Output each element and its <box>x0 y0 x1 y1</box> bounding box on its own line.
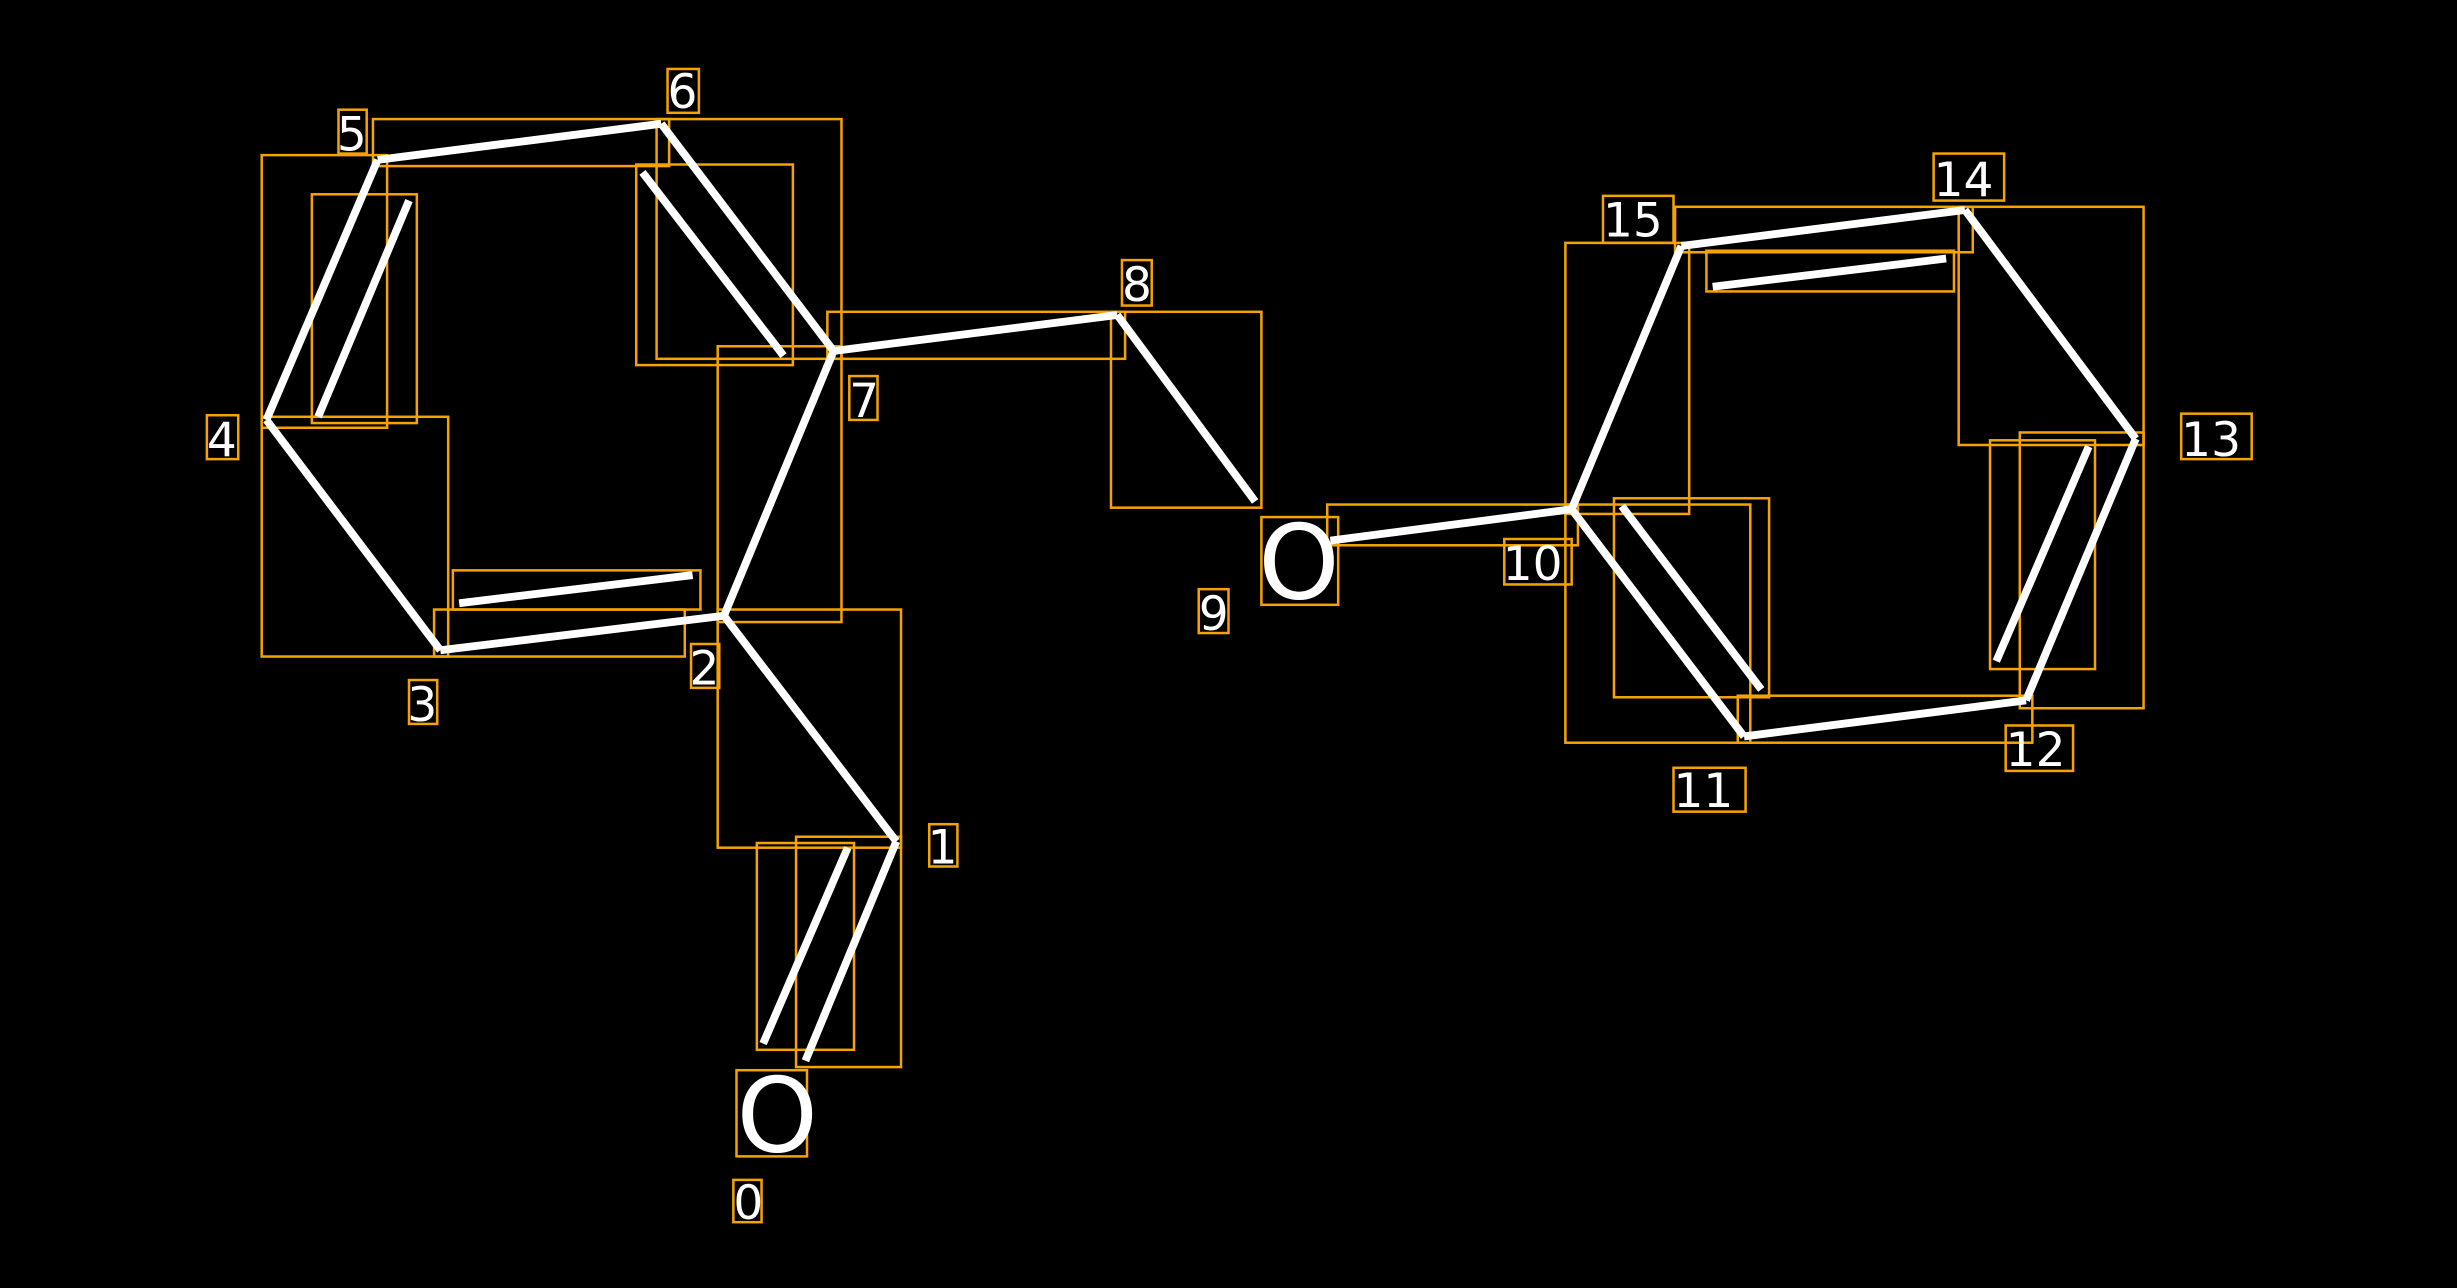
bond-14-15 <box>1680 206 1966 250</box>
bounding-box <box>2179 412 2253 461</box>
bond-14-15-inner <box>1712 254 1947 291</box>
bond-4-5 <box>262 158 382 422</box>
bounding-box <box>826 310 1127 361</box>
bond-6-7-inner <box>639 169 787 359</box>
bonds <box>262 119 2140 1063</box>
atom-index-12: 12 <box>2006 723 2066 778</box>
bounding-box <box>1325 503 1580 547</box>
bounding-box <box>407 678 439 726</box>
bond-0-1 <box>801 839 900 1063</box>
bounding-box <box>1612 497 1771 699</box>
bounding-box <box>634 163 795 367</box>
bounding-box <box>1503 537 1573 586</box>
bounding-box <box>732 1178 763 1224</box>
bond-5-6 <box>377 119 662 164</box>
bond-0-1-inner <box>759 846 852 1046</box>
bounding-box <box>794 835 903 1069</box>
atom-index-9: 9 <box>1199 587 1229 642</box>
atom-index-10: 10 <box>1503 537 1563 592</box>
bond-4-5-inner <box>314 199 413 419</box>
atom-index-2: 2 <box>689 642 719 697</box>
atom-index-4: 4 <box>207 413 237 468</box>
bond-2-3 <box>439 611 725 655</box>
atom-index-7: 7 <box>849 374 879 429</box>
bond-10-11-inner <box>1618 503 1765 692</box>
bond-8-9 <box>1114 312 1259 504</box>
bounding-box <box>1109 310 1263 509</box>
bond-15-10 <box>1568 244 1685 511</box>
bounding-box <box>666 67 701 115</box>
atom-index-5: 5 <box>337 107 367 162</box>
bounding-box <box>1260 515 1340 607</box>
bounding-boxes <box>205 67 2253 1224</box>
bond-2-3-inner <box>458 571 694 608</box>
atom-index-3: 3 <box>407 678 437 733</box>
bounding-box <box>337 108 368 155</box>
bounding-box <box>1736 694 2034 744</box>
bounding-box <box>1705 249 1956 293</box>
bounding-box <box>260 415 450 658</box>
bounding-box <box>1601 194 1675 245</box>
atom-index-13: 13 <box>2181 413 2241 468</box>
atom-index-1: 1 <box>928 820 958 875</box>
bond-7-8 <box>833 311 1118 355</box>
bond-1-2 <box>720 613 900 844</box>
atom-index-0: 0 <box>733 1176 763 1231</box>
bond-12-13-inner <box>1992 445 2093 663</box>
bounding-box <box>371 117 671 168</box>
bounding-box <box>260 153 389 430</box>
bond-7-2 <box>720 349 838 618</box>
bond-9-10 <box>1329 505 1573 545</box>
element-label-atom-0: O <box>736 1057 817 1177</box>
bounding-box <box>451 569 702 611</box>
bounding-box <box>205 413 240 461</box>
bounding-box <box>1672 766 1747 813</box>
bounding-box <box>1957 205 2145 447</box>
atom-index-8: 8 <box>1122 258 1152 313</box>
bounding-box <box>2004 724 2075 773</box>
bounding-box <box>927 822 959 868</box>
bounding-box <box>655 117 843 361</box>
bounding-box <box>1197 587 1230 635</box>
bounding-box <box>1120 258 1153 307</box>
bounding-box <box>689 642 721 690</box>
labels: O O 0 1 2 3 4 5 6 7 8 9 10 11 12 13 14 1… <box>207 65 2241 1231</box>
bond-6-7 <box>658 121 837 354</box>
bounding-box <box>848 374 879 422</box>
atom-index-6: 6 <box>668 65 698 120</box>
bounding-box <box>1932 152 2006 202</box>
bond-10-11 <box>1568 506 1748 739</box>
element-label-atom-9: O <box>1258 504 1339 624</box>
bond-12-13 <box>2022 437 2140 702</box>
bounding-box <box>2018 431 2145 710</box>
bounding-box <box>1673 205 1975 254</box>
atom-index-11: 11 <box>1674 764 1734 819</box>
atom-index-15: 15 <box>1603 194 1663 249</box>
bond-13-14 <box>1961 207 2139 442</box>
bounding-box <box>1564 503 1752 744</box>
bond-3-4 <box>263 417 444 653</box>
bond-11-12 <box>1743 696 2027 741</box>
bounding-box <box>735 1068 809 1158</box>
atom-index-14: 14 <box>1934 153 1994 208</box>
bounding-box <box>716 608 903 849</box>
